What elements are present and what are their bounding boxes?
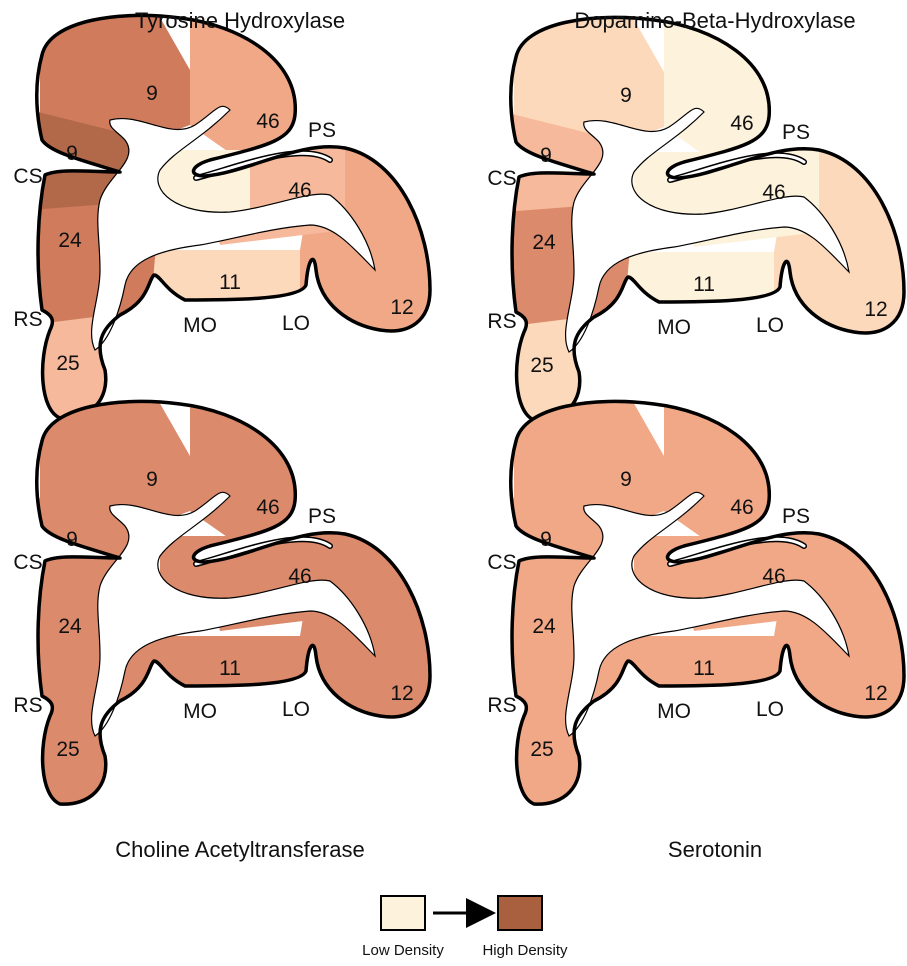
sulcus-label-cs: CS [13,165,42,188]
area-label-11: 11 [693,657,715,680]
legend-low-label: Low Density [362,942,444,959]
panel-title: Dopamine-Beta-Hydroxylase [574,8,855,33]
area-label-24: 24 [532,231,556,254]
sulcus-label-ps: PS [308,119,336,142]
area-label-46-dorsal: 46 [256,110,279,133]
area-label-12: 12 [864,682,887,705]
area-label-46-ventral: 46 [762,565,785,588]
brain-section: 11 12 24 25 9 46 9 46 PS CS RS MO LO [13,386,440,826]
sulcus-label-mo: MO [183,700,217,723]
area-label-9-dorsal: 9 [146,468,158,491]
area-label-46-ventral: 46 [288,179,311,202]
area-label-46-dorsal: 46 [730,496,753,519]
area-label-9-dorsal: 9 [620,468,632,491]
sulcus-label-rs: RS [13,694,42,717]
panel-title: Choline Acetyltransferase [115,837,364,862]
brain-section: 11 12 24 25 9 46 9 46 PS CS RS MO LO [487,2,907,442]
sulcus-label-rs: RS [487,694,516,717]
legend-high-label: High Density [482,942,568,959]
sulcus-label-cs: CS [13,551,42,574]
brain-section: 11 12 24 25 9 46 9 46 PS CS RS MO LO [487,386,907,826]
area-label-46-ventral: 46 [762,181,785,204]
sulcus-label-cs: CS [487,551,516,574]
sulcus-label-mo: MO [183,314,217,337]
panel-4: 11 12 24 25 9 46 9 46 PS CS RS MO LO Serotonin [487,386,907,862]
area-label-46-ventral: 46 [288,565,311,588]
sulcus-label-lo: LO [756,314,784,337]
legend: Low Density High Density [362,896,568,959]
sulcus-label-lo: LO [282,312,310,335]
sulcus-label-lo: LO [282,698,310,721]
area-label-11: 11 [219,271,241,294]
area-label-11: 11 [219,657,241,680]
panel-1: 11 12 24 25 9 46 9 46 PS CS RS MO LO Tyrosine Hydroxy… [13,0,440,440]
sulcus-label-cs: CS [487,167,516,190]
legend-high-swatch [498,896,542,930]
area-label-12: 12 [864,298,887,321]
brain-section: 11 12 24 25 9 46 9 46 PS CS RS MO LO [13,0,440,440]
sulcus-label-ps: PS [308,505,336,528]
legend-low-swatch [381,896,425,930]
sulcus-label-rs: RS [13,308,42,331]
area-label-9-medial: 9 [66,142,78,165]
area-label-9-medial: 9 [540,528,552,551]
panel-title: Tyrosine Hydroxylase [135,8,345,33]
area-label-46-dorsal: 46 [256,496,279,519]
area-label-9-dorsal: 9 [620,84,632,107]
panel-3: 11 12 24 25 9 46 9 46 PS CS RS MO LO Choline Acetyltr… [13,386,440,862]
area-label-9-dorsal: 9 [146,82,158,105]
sulcus-label-lo: LO [756,698,784,721]
sulcus-label-ps: PS [782,505,810,528]
sulcus-label-mo: MO [657,700,691,723]
sulcus-label-ps: PS [782,121,810,144]
panel-title: Serotonin [668,837,762,862]
area-label-11: 11 [693,273,715,296]
area-label-12: 12 [390,682,413,705]
region-25 [30,696,150,826]
area-label-9-medial: 9 [540,144,552,167]
panel-2: 11 12 24 25 9 46 9 46 PS CS RS MO LO Dopamine-Beta-Hy… [487,2,907,442]
sulcus-label-rs: RS [487,310,516,333]
area-label-25: 25 [530,738,553,761]
area-label-25: 25 [530,354,553,377]
area-label-24: 24 [58,229,82,252]
area-label-46-dorsal: 46 [730,112,753,135]
area-label-25: 25 [56,738,79,761]
area-label-25: 25 [56,352,79,375]
region-25 [504,696,624,826]
sulcus-label-mo: MO [657,316,691,339]
area-label-24: 24 [532,615,556,638]
area-label-9-medial: 9 [66,528,78,551]
area-label-12: 12 [390,296,413,319]
area-label-24: 24 [58,615,82,638]
